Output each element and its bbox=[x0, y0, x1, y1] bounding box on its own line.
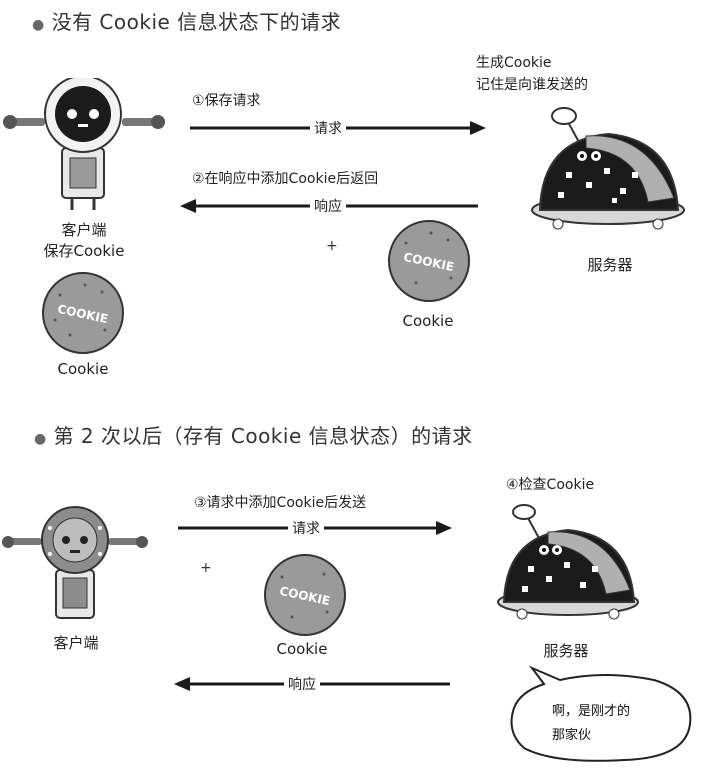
cookie-icon: COOKIE bbox=[262, 552, 348, 638]
section1-title-text: 没有 Cookie 信息状态下的请求 bbox=[52, 10, 342, 34]
server-robot-icon bbox=[494, 500, 644, 630]
server-label-1: 服务器 bbox=[570, 254, 650, 275]
section2-title: ● 第 2 次以后（存有 Cookie 信息状态）的请求 bbox=[34, 420, 473, 449]
step1-label: ①保存请求 bbox=[192, 90, 261, 110]
section2-title-text: 第 2 次以后（存有 Cookie 信息状态）的请求 bbox=[54, 424, 473, 448]
response-label-2: 响应 bbox=[284, 674, 320, 694]
section1-title: ● 没有 Cookie 信息状态下的请求 bbox=[32, 6, 341, 35]
bullet-icon: ● bbox=[34, 431, 47, 447]
client-label: 客户端 bbox=[36, 632, 116, 653]
plus-2: + bbox=[200, 560, 212, 576]
cookie-icon: COOKIE bbox=[40, 270, 126, 356]
step4-label: ④检查Cookie bbox=[506, 474, 594, 494]
server-note-1: 生成Cookie bbox=[476, 52, 552, 72]
bullet-icon: ● bbox=[32, 17, 45, 33]
client-robot-icon bbox=[2, 78, 167, 213]
request-label-1: 请求 bbox=[310, 118, 346, 138]
client-label-1: 客户端 bbox=[44, 219, 124, 240]
plus-1: + bbox=[326, 238, 338, 254]
speech-line-2: 那家伙 bbox=[552, 724, 591, 743]
server-label-2: 服务器 bbox=[526, 640, 606, 661]
client-label-2: 保存Cookie bbox=[34, 240, 134, 261]
client-cookie-label: Cookie bbox=[43, 360, 123, 378]
client-robot-icon bbox=[0, 498, 150, 628]
step3-label: ③请求中添加Cookie后发送 bbox=[194, 492, 366, 512]
server-note-2: 记住是向谁发送的 bbox=[476, 74, 588, 94]
cookie-label-2: Cookie bbox=[262, 640, 342, 658]
speech-line-1: 啊，是刚才的 bbox=[552, 700, 630, 719]
server-cookie-label: Cookie bbox=[388, 312, 468, 330]
cookie-icon: COOKIE bbox=[386, 218, 472, 304]
response-label-1: 响应 bbox=[310, 196, 346, 216]
request-label-2: 请求 bbox=[288, 518, 324, 538]
server-robot-icon bbox=[528, 102, 688, 242]
step2-label: ②在响应中添加Cookie后返回 bbox=[192, 168, 378, 188]
